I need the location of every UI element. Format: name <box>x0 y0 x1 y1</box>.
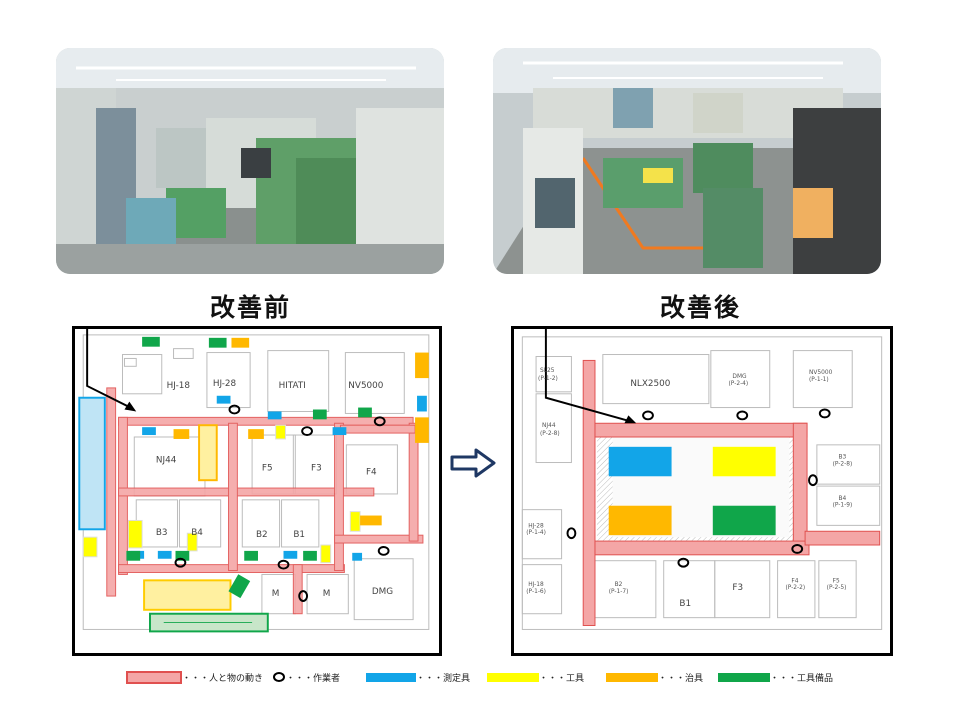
after-title: 改善後 <box>660 293 742 322</box>
machine-code: (P-2-8) <box>540 431 560 437</box>
machine-label: F3 <box>311 463 322 473</box>
machine-label: NV5000 <box>348 381 383 391</box>
equip-swatch <box>718 672 770 682</box>
legend-label: ・・・測定具 <box>416 673 471 684</box>
machine-label: B4 <box>838 496 846 502</box>
machine-label: HJ-28 <box>528 523 544 529</box>
machine-code: (P-1-2) <box>538 376 558 382</box>
machine-label: B4 <box>191 528 203 538</box>
machine-label: F4 <box>366 467 377 477</box>
legend-item-measure: ・・・測定具 <box>366 667 470 687</box>
machine-label: NJ44 <box>156 456 177 466</box>
machine-code: (P-2-2) <box>785 585 805 591</box>
machine-label: NJ44 <box>542 423 556 429</box>
measure-swatch <box>366 672 416 682</box>
machine-label: B1 <box>679 599 691 609</box>
machine-code: (P-1-6) <box>526 589 546 595</box>
legend-label: ・・・工具 <box>539 673 585 684</box>
machine-label: SL25 <box>540 368 555 374</box>
machine-label: HITATI <box>279 381 306 391</box>
legend-item-tool: ・・・工具 <box>487 667 584 687</box>
machine-label: DMG <box>732 374 747 380</box>
machine-code: (P-2-8) <box>833 461 853 467</box>
machine-label: F4 <box>791 578 798 584</box>
legend-label: ・・・作業者 <box>286 673 341 684</box>
machine-label: HJ-28 <box>213 379 237 389</box>
operator-icon <box>272 668 286 687</box>
machine-label: NV5000 <box>809 370 833 376</box>
machine-label: F3 <box>732 583 743 593</box>
legend-item-jig: ・・・治具 <box>606 667 703 687</box>
legend-label: ・・・治具 <box>658 673 704 684</box>
after-photo <box>493 48 881 274</box>
machine-code: (P-1-7) <box>609 589 629 595</box>
machine-label: B1 <box>293 530 305 540</box>
machine-code: (P-2-5) <box>827 585 847 591</box>
flow-swatch <box>126 670 182 684</box>
legend-label: ・・・人と物の動き <box>182 673 264 684</box>
legend-label: ・・・工具備品 <box>770 673 834 684</box>
before-photo <box>56 48 444 274</box>
machine-code: (P-1-4) <box>526 530 546 536</box>
machine-label: F5 <box>833 578 840 584</box>
machine-label: HJ-18 <box>167 381 191 391</box>
legend-item-flow: ・・・人と物の動き <box>126 667 263 687</box>
machine-label: M <box>272 589 280 599</box>
machine-label: B3 <box>838 455 846 461</box>
machine-label: HJ-18 <box>528 582 544 588</box>
machine-label: B2 <box>256 530 268 540</box>
legend-item-operator: ・・・作業者 <box>272 667 340 687</box>
legend: ・・・人と物の動き ・・・作業者 ・・・測定具 ・・・工具 ・・・治具 ・・・工… <box>0 667 960 687</box>
right-arrow-icon <box>450 448 496 482</box>
machine-label: NLX2500 <box>630 379 670 389</box>
before-title: 改善前 <box>210 293 292 322</box>
machine-label: F5 <box>262 463 273 473</box>
legend-item-equip: ・・・工具備品 <box>718 667 833 687</box>
machine-code: (P-1-9) <box>833 503 853 509</box>
machine-label: M <box>323 589 331 599</box>
machine-label: B2 <box>615 582 623 588</box>
before-layout-plan: HJ-18 HJ-28 HITATI NV5000 NJ44 F5 F3 F4 … <box>72 326 442 656</box>
jig-swatch <box>606 672 658 682</box>
machine-code: (P-2-4) <box>729 381 749 387</box>
machine-label: B3 <box>156 528 168 538</box>
machine-code: (P-1-1) <box>809 377 829 383</box>
machine-label: DMG <box>372 587 393 597</box>
tool-swatch <box>487 672 539 682</box>
after-layout-plan: SL25 (P-1-2) NLX2500 DMG (P-2-4) NV5000 … <box>511 326 893 656</box>
